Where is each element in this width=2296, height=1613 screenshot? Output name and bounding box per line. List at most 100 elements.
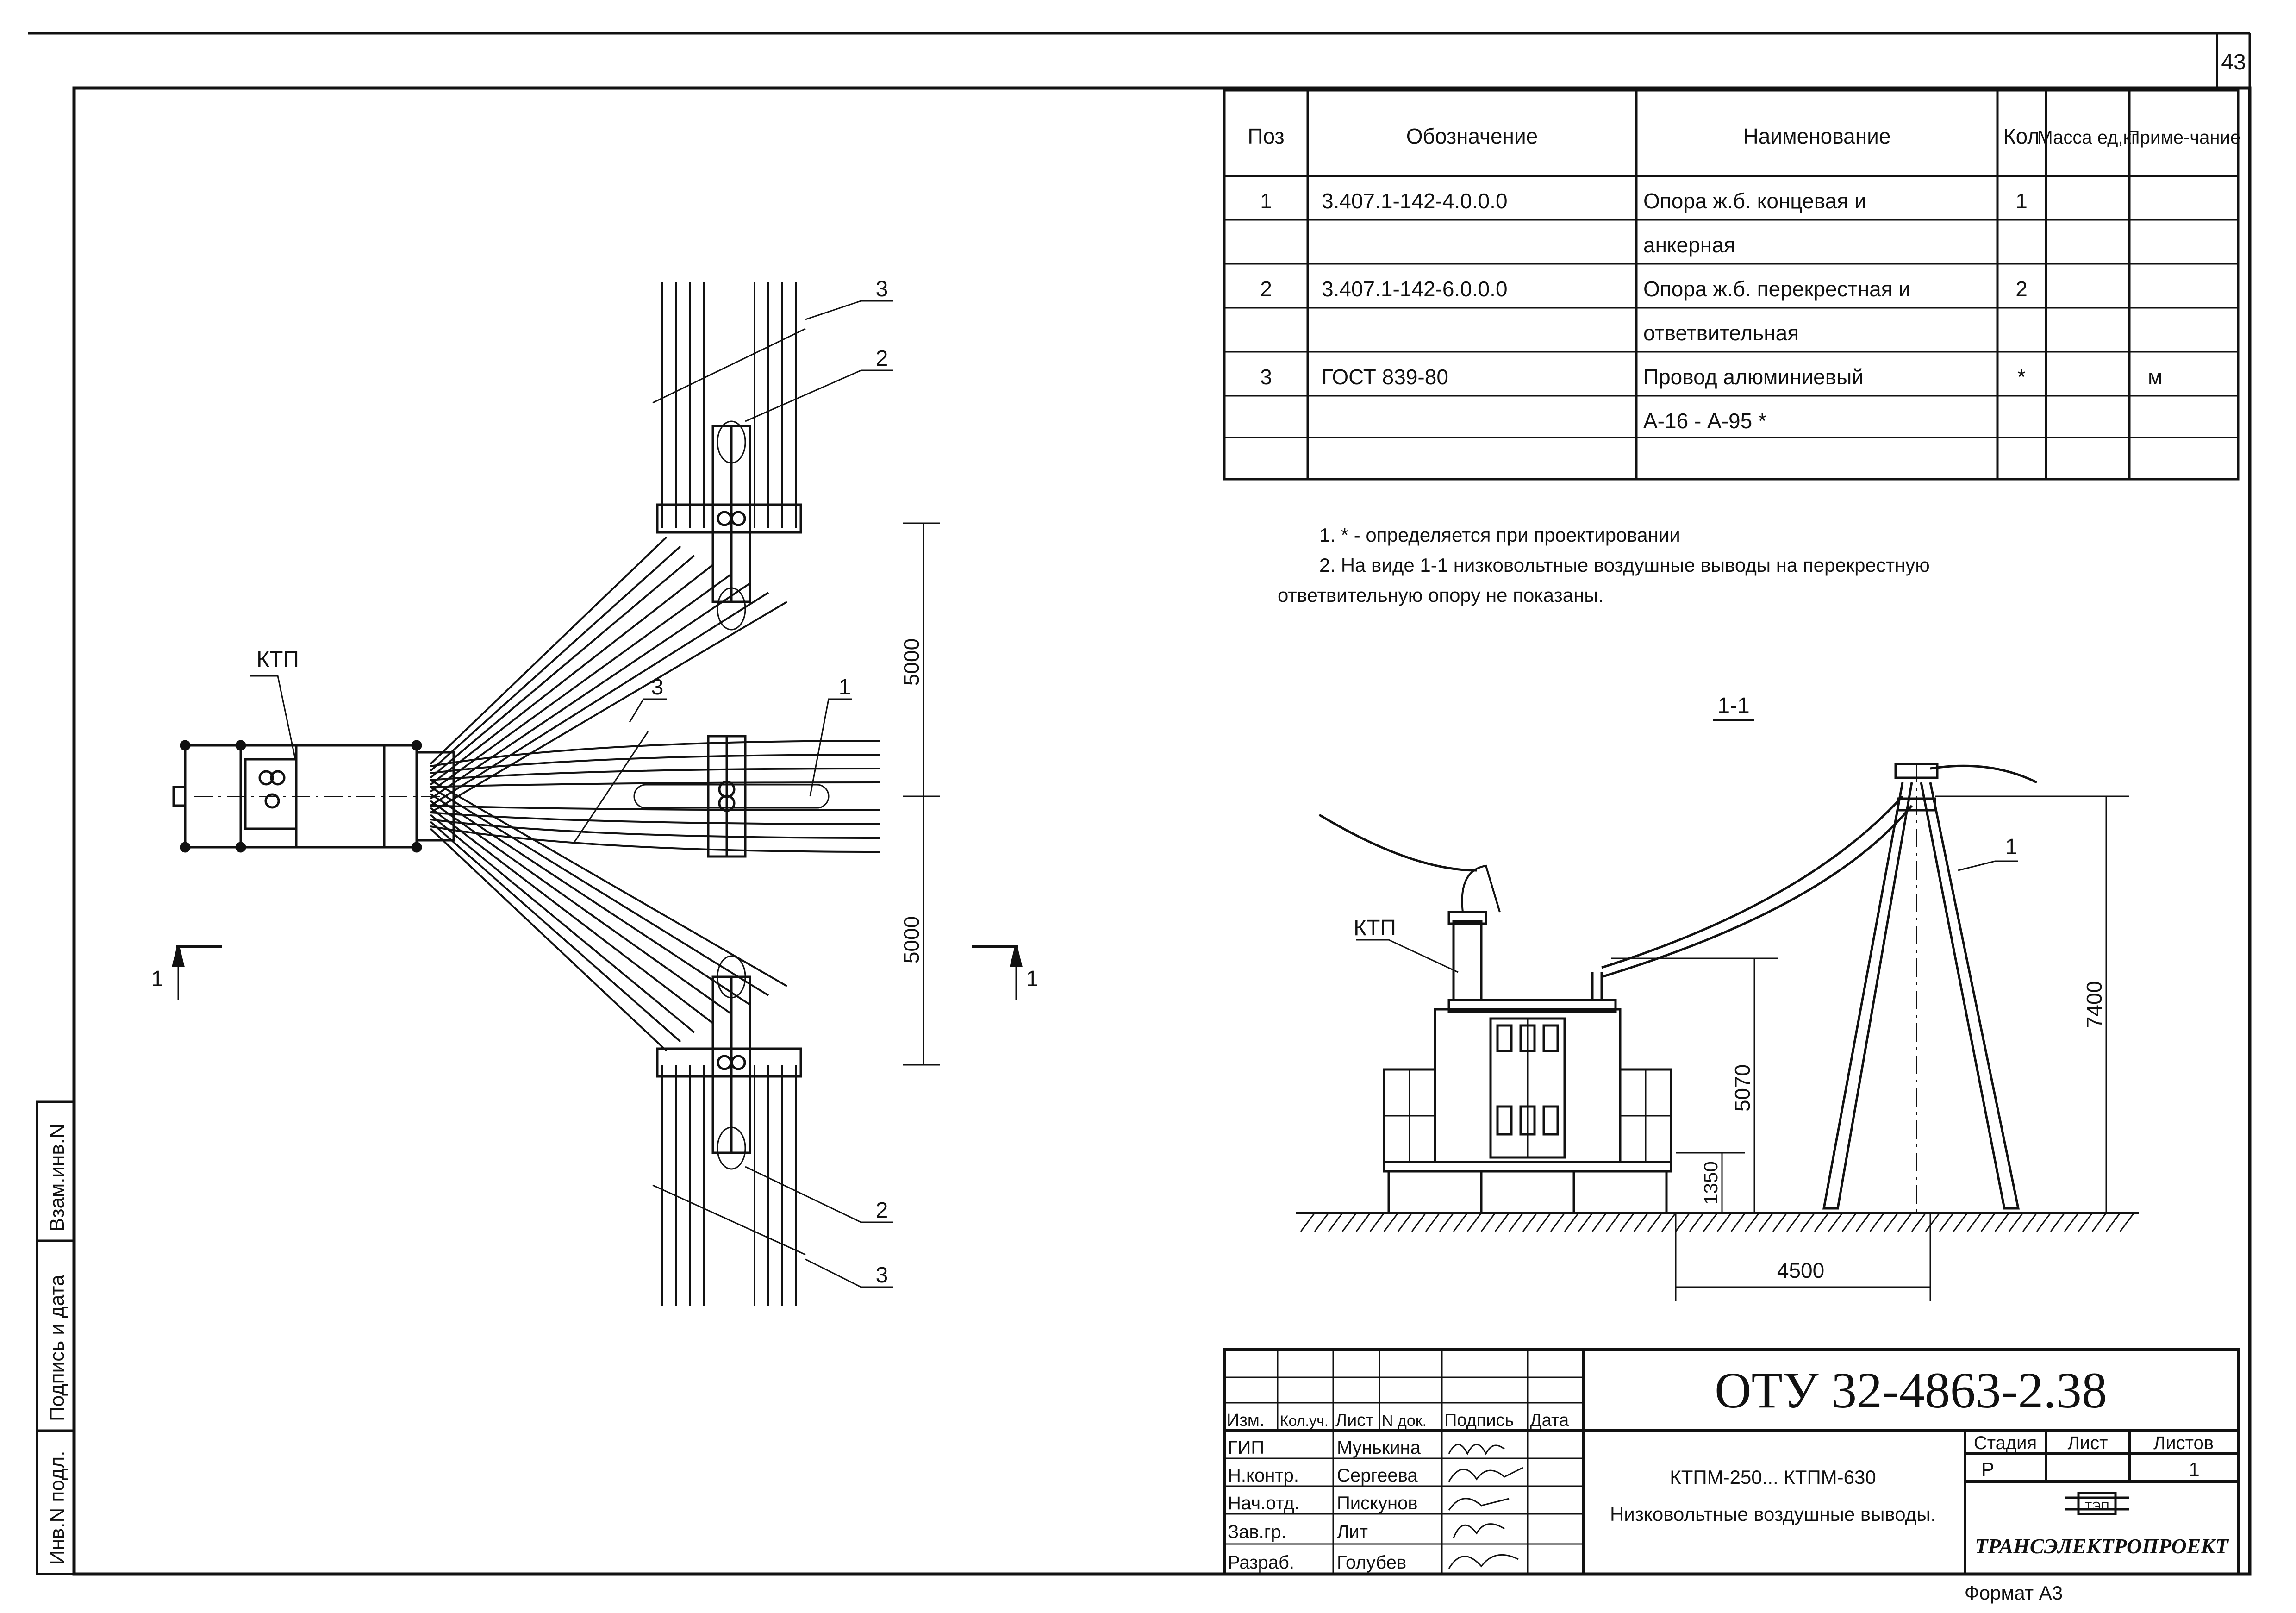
spec-rows: 1 3.407.1-142-4.0.0.0 Опора ж.б. концева… (1260, 189, 2162, 433)
ground-hatch-tick (1591, 1213, 1607, 1232)
ground-hatch-tick (1939, 1213, 1954, 1232)
ground-hatch-tick (1661, 1213, 1677, 1232)
table-cell: 3.407.1-142-4.0.0.0 (1322, 189, 1508, 213)
ground-hatch-tick (1369, 1213, 1385, 1232)
ground-hatch-tick (1314, 1213, 1329, 1232)
wires-vertical-bottom (661, 1065, 797, 1306)
ground-hatch-tick (2036, 1213, 2052, 1232)
ground-hatch-tick (1814, 1213, 1829, 1232)
name-nkontr: Сергеева (1337, 1465, 1418, 1486)
name-gip: Мунькина (1337, 1438, 1421, 1458)
ground-hatch-tick (2022, 1213, 2038, 1232)
dim-7400: 7400 (2082, 981, 2106, 1028)
section-pole (1822, 763, 2020, 1213)
ground-hatch-tick (1522, 1213, 1538, 1232)
doc-name-line-2: Низковольтные воздушные выводы. (1610, 1503, 1936, 1525)
ground-hatch-tick (1578, 1213, 1593, 1232)
ground-hatch-tick (1425, 1213, 1441, 1232)
name-zavgr: Лит (1337, 1522, 1368, 1542)
company-logo (2065, 1492, 2129, 1515)
ground-hatch-tick (1453, 1213, 1468, 1232)
paper-format: Формат А3 (1965, 1582, 2063, 1604)
ground-hatch-tick (1355, 1213, 1371, 1232)
note-2: 2. На виде 1-1 низковольтные воздушные в… (1319, 554, 1930, 576)
dim-5000-top: 5000 (899, 638, 923, 686)
ground-hatch-tick (2105, 1213, 2121, 1232)
section-label-right: 1 (1026, 967, 1039, 991)
col-header-qty: Кол (2003, 124, 2040, 148)
role-nachotd: Нач.отд. (1228, 1493, 1299, 1513)
ground-hatch-tick (1633, 1213, 1649, 1232)
ground-hatch-tick (1786, 1213, 1802, 1232)
stage-value: Р (1981, 1458, 1994, 1480)
rev-header-ndoc: N док. (1382, 1412, 1427, 1430)
table-cell: А-16 - А-95 * (1643, 409, 1766, 433)
sheets-header: Листов (2153, 1433, 2214, 1453)
dim-5070: 5070 (1730, 1064, 1754, 1112)
ground-hatch-tick (1966, 1213, 1982, 1232)
ground-hatch-tick (1480, 1213, 1496, 1232)
rev-header-date: Дата (1530, 1411, 1569, 1430)
col-header-mass: Масса ед,кг (2037, 127, 2138, 148)
doc-code: ОТУ 32-4863-2.38 (1715, 1362, 2107, 1419)
title-block (1223, 1348, 2240, 1575)
section-leaders (1356, 860, 2018, 973)
table-cell: * (2017, 365, 2026, 389)
ktp-elevation (1383, 864, 1672, 1213)
ground-hatch-tick (1994, 1213, 2010, 1232)
rev-header-sign: Подпись (1444, 1411, 1514, 1430)
col-header-pos: Поз (1248, 124, 1284, 148)
section-callout-1: 1 (2005, 835, 2018, 859)
sheets-value: 1 (2189, 1458, 2199, 1480)
role-gip: ГИП (1228, 1438, 1264, 1458)
callout-3-bottom: 3 (876, 1263, 888, 1288)
table-cell: Провод алюминиевый (1643, 365, 1864, 389)
ground-hatch-tick (1730, 1213, 1746, 1232)
table-cell: ГОСТ 839-80 (1322, 365, 1448, 389)
ground-hatch-tick (1508, 1213, 1524, 1232)
ground-hatch-tick (1328, 1213, 1343, 1232)
ground-hatch-tick (1869, 1213, 1885, 1232)
callout-2-top: 2 (876, 346, 888, 371)
table-cell: Опора ж.б. перекрестная и (1643, 277, 1910, 301)
section-dimensions (1611, 795, 2129, 1301)
ground-hatch-tick (1536, 1213, 1552, 1232)
ground-hatch-tick (1439, 1213, 1454, 1232)
ground-hatch-tick (1980, 1213, 1996, 1232)
pole-bottom (656, 955, 802, 1170)
section-ktp-label: КТП (1354, 916, 1396, 940)
name-razrab: Голубев (1337, 1552, 1406, 1573)
ground-hatch-tick (1397, 1213, 1413, 1232)
wires-bottom (430, 779, 788, 1052)
ktp-plan (172, 740, 458, 853)
role-zavgr: Зав.гр. (1228, 1522, 1286, 1542)
plan-ktp-label: КТП (256, 647, 299, 672)
note-1: 1. * - определяется при проектировании (1319, 524, 1680, 546)
logo-mark: ТЭП (2084, 1499, 2109, 1513)
ground-hatch-tick (2008, 1213, 2024, 1232)
ground-hatch-tick (1744, 1213, 1760, 1232)
section-markers (172, 945, 1023, 1000)
callout-leaders (250, 300, 893, 1288)
ground-hatch-tick (1466, 1213, 1482, 1232)
ground-hatch-tick (1675, 1213, 1691, 1232)
col-header-note: Приме-чание (2127, 127, 2240, 148)
stamp-inv-replace: Взам.инв.N (46, 1124, 69, 1232)
col-header-designation: Обозначение (1406, 124, 1538, 148)
stamp-inv-orig: Инв.N подл. (46, 1451, 69, 1565)
ground-hatch-tick (1300, 1213, 1316, 1232)
ground-hatch-tick (1619, 1213, 1635, 1232)
section-wires (1318, 764, 2038, 978)
callout-2-bottom: 2 (876, 1198, 888, 1223)
table-cell: Опора ж.б. концевая и (1643, 189, 1866, 213)
wires-vertical-top (661, 282, 797, 528)
name-nachotd: Пискунов (1337, 1493, 1418, 1513)
role-razrab: Разраб. (1228, 1552, 1294, 1573)
wires-middle (430, 740, 880, 853)
table-cell: анкерная (1643, 233, 1735, 257)
note-2-cont: ответвительную опору не показаны. (1278, 584, 1603, 606)
section-title: 1-1 (1717, 694, 1749, 718)
ground-hatch-tick (1605, 1213, 1621, 1232)
ground-hatch-tick (2050, 1213, 2065, 1232)
